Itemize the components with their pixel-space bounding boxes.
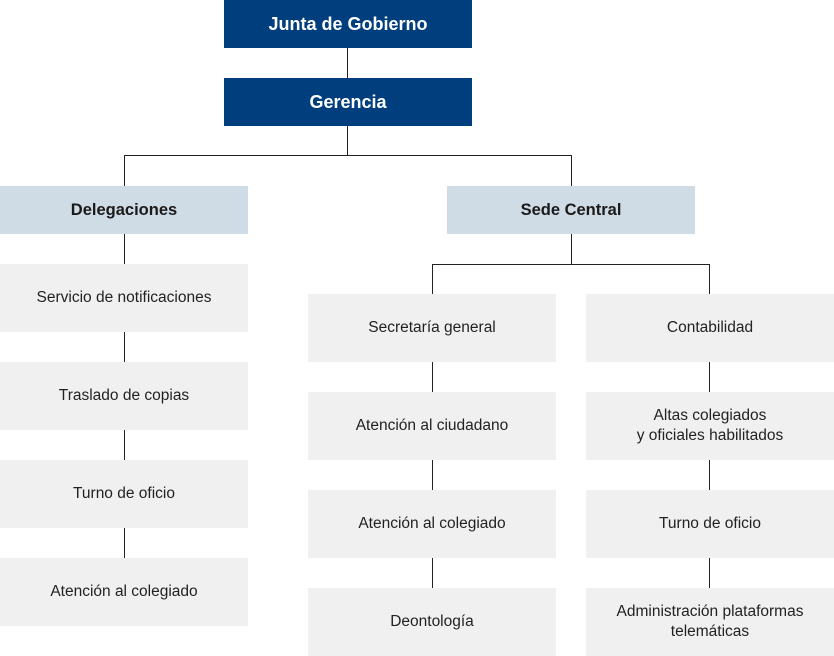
sede-item-plataformas: Administración plataformas telemáticas (586, 588, 834, 656)
sede-item-deontologia: Deontología (308, 588, 556, 656)
sede-central-box: Sede Central (447, 186, 695, 234)
connector-junta-gerencia (347, 48, 348, 78)
junta-de-gobierno-box: Junta de Gobierno (224, 0, 472, 48)
connector-delegaciones-1 (124, 234, 125, 264)
gerencia-box: Gerencia (224, 78, 472, 126)
delegaciones-item-notificaciones: Servicio de notificaciones (0, 264, 248, 332)
connector-sede-horizontal (432, 264, 710, 265)
sede-item-contabilidad: Contabilidad (586, 294, 834, 362)
connector-delegaciones-4 (124, 528, 125, 558)
connector-gerencia-down (347, 126, 348, 156)
delegaciones-item-traslado: Traslado de copias (0, 362, 248, 430)
delegaciones-box: Delegaciones (0, 186, 248, 234)
connector-sede-right (709, 264, 710, 294)
connector-gerencia-horizontal (124, 155, 572, 156)
sede-item-turno: Turno de oficio (586, 490, 834, 558)
connector-sede-left-3 (432, 558, 433, 588)
sede-item-secretaria: Secretaría general (308, 294, 556, 362)
delegaciones-item-colegiado: Atención al colegiado (0, 558, 248, 626)
connector-delegaciones-3 (124, 430, 125, 460)
connector-sede-left-1 (432, 362, 433, 392)
sede-item-altas: Altas colegiados y oficiales habilitados (586, 392, 834, 460)
sede-item-colegiado: Atención al colegiado (308, 490, 556, 558)
connector-sede-right-3 (709, 558, 710, 588)
connector-delegaciones-2 (124, 332, 125, 362)
connector-to-delegaciones (124, 155, 125, 186)
connector-to-sede-central (571, 155, 572, 186)
connector-sede-left (432, 264, 433, 294)
connector-sede-right-1 (709, 362, 710, 392)
connector-sede-left-2 (432, 460, 433, 490)
connector-sede-right-2 (709, 460, 710, 490)
connector-sede-down (571, 234, 572, 264)
sede-item-ciudadano: Atención al ciudadano (308, 392, 556, 460)
delegaciones-item-turno: Turno de oficio (0, 460, 248, 528)
